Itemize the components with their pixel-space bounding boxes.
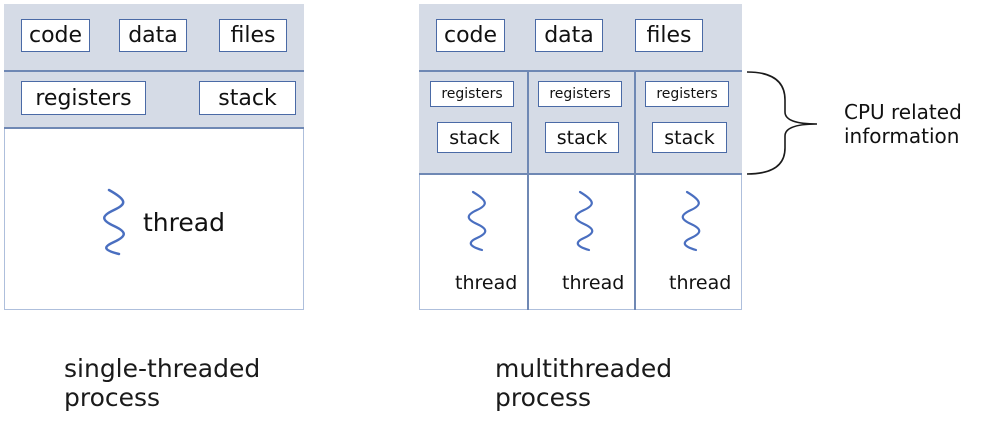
single-files-box: files bbox=[219, 19, 287, 52]
thread3-registers-label: registers bbox=[656, 86, 718, 102]
thread3-registers-box: registers bbox=[645, 81, 729, 107]
thread1-registers-label: registers bbox=[441, 86, 503, 102]
single-registers-label: registers bbox=[35, 85, 132, 111]
single-shared-bottom-edge bbox=[4, 127, 304, 129]
thread1-wave-icon bbox=[467, 190, 487, 252]
curly-brace-icon bbox=[746, 71, 818, 175]
annotation-line1: CPU related bbox=[844, 100, 962, 124]
multi-caption-line1: multithreaded bbox=[495, 354, 673, 383]
multi-files-box: files bbox=[635, 19, 703, 52]
thread1-registers-box: registers bbox=[430, 81, 514, 107]
multi-caption: multithreaded process bbox=[495, 354, 672, 412]
multi-data-box: data bbox=[535, 19, 603, 52]
single-thread-label: thread bbox=[143, 208, 225, 237]
multi-code-label: code bbox=[443, 23, 498, 48]
single-caption-line2: process bbox=[64, 383, 161, 412]
thread2-stack-label: stack bbox=[556, 126, 608, 149]
single-stack-box: stack bbox=[199, 81, 296, 115]
thread3-stack-box: stack bbox=[652, 122, 727, 153]
thread2-registers-box: registers bbox=[538, 81, 622, 107]
multi-caption-line2: process bbox=[495, 383, 592, 412]
single-registers-box: registers bbox=[21, 81, 146, 115]
single-caption: single-threaded process bbox=[64, 354, 260, 412]
thread1-label: thread bbox=[455, 272, 518, 294]
thread2-stack-box: stack bbox=[545, 122, 619, 153]
thread2-registers-label: registers bbox=[549, 86, 611, 102]
cpu-info-annotation: CPU related information bbox=[844, 100, 962, 148]
single-code-box: code bbox=[21, 19, 90, 52]
multi-shared-bottom-edge bbox=[419, 173, 742, 175]
multi-divider bbox=[419, 70, 742, 72]
multi-code-box: code bbox=[436, 19, 505, 52]
thread2-label: thread bbox=[562, 272, 625, 294]
multi-files-label: files bbox=[646, 23, 692, 48]
single-code-label: code bbox=[28, 23, 83, 48]
single-data-box: data bbox=[119, 19, 187, 52]
single-thread-wave-icon bbox=[103, 188, 125, 256]
multi-data-label: data bbox=[544, 23, 594, 48]
annotation-line2: information bbox=[844, 124, 960, 148]
thread3-label: thread bbox=[669, 272, 732, 294]
thread3-wave-icon bbox=[681, 190, 701, 252]
single-data-label: data bbox=[128, 23, 178, 48]
single-caption-line1: single-threaded bbox=[64, 354, 261, 383]
thread1-stack-label: stack bbox=[449, 126, 500, 149]
multi-column-divider bbox=[527, 71, 529, 310]
multi-column-divider bbox=[634, 71, 636, 310]
single-files-label: files bbox=[230, 23, 276, 48]
single-stack-label: stack bbox=[218, 85, 277, 111]
thread2-wave-icon bbox=[574, 190, 594, 252]
thread3-stack-label: stack bbox=[664, 126, 715, 149]
thread1-stack-box: stack bbox=[437, 122, 512, 153]
single-divider bbox=[4, 70, 304, 72]
